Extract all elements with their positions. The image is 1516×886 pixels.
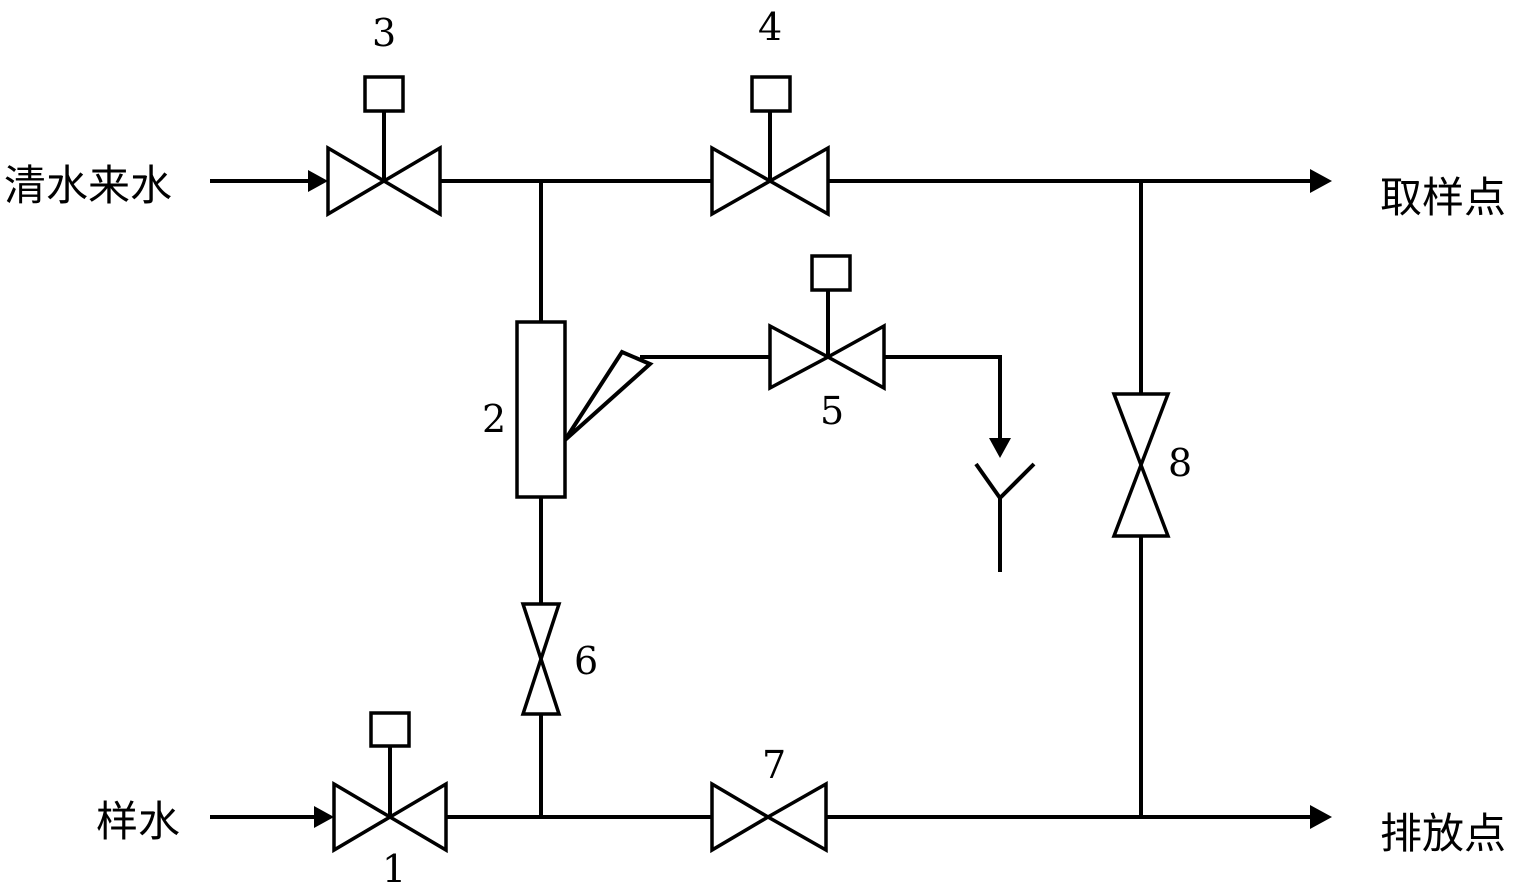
arrow-sampling-outlet (1310, 169, 1332, 193)
drain-funnel-right (998, 462, 1036, 500)
number-5: 5 (820, 389, 844, 433)
label-sampling-point: 取样点 (1380, 173, 1506, 222)
flowmeter-side-outlet (563, 349, 654, 442)
flowmeter-2[interactable] (515, 320, 567, 499)
valve-7-left-wing (710, 780, 772, 854)
arrows (308, 169, 1332, 829)
pipe-branch-to-drain (884, 355, 1002, 440)
valve-7-right-wing (764, 780, 828, 854)
valve-5[interactable] (768, 254, 886, 391)
valve-4-left-wing (710, 144, 774, 218)
arrow-sample-inlet (314, 806, 334, 828)
valve-5-right-wing (824, 323, 886, 391)
valve-3[interactable] (326, 75, 442, 218)
valve-5-left-wing (768, 323, 832, 391)
valve-1[interactable] (332, 711, 448, 854)
valve-3-left-wing (326, 144, 388, 218)
valve-4[interactable] (710, 75, 830, 218)
valve-6-bottom-wing (520, 653, 562, 716)
valve-7[interactable] (710, 780, 828, 854)
valve-8-top-wing (1111, 392, 1171, 470)
valve-6[interactable] (520, 602, 562, 716)
number-4: 4 (758, 5, 782, 49)
number-6: 6 (574, 639, 598, 683)
valve-6-top-wing (520, 602, 562, 665)
pipes (210, 179, 1310, 819)
arrow-clean-inlet (308, 170, 328, 192)
number-8: 8 (1168, 441, 1192, 485)
number-3: 3 (372, 11, 396, 55)
valve-5-actuator (810, 254, 852, 292)
label-discharge-point: 排放点 (1380, 809, 1506, 858)
valve-8[interactable] (1111, 392, 1171, 538)
valve-1-actuator (369, 711, 411, 748)
valve-4-right-wing (766, 144, 830, 218)
valve-3-actuator (363, 75, 405, 113)
label-clean-water-inlet: 清水来水 (4, 161, 172, 210)
number-1: 1 (382, 847, 406, 886)
component-numbers: 3 4 2 5 8 6 7 1 (372, 5, 1192, 886)
valve-1-right-wing (386, 780, 448, 854)
number-2: 2 (482, 397, 506, 441)
arrow-discharge-outlet (1310, 805, 1332, 829)
valve-3-right-wing (380, 144, 442, 218)
valve-8-bottom-wing (1111, 460, 1171, 538)
drain-funnel (974, 462, 1036, 572)
label-sample-water-inlet: 样水 (96, 797, 180, 846)
flow-labels: 清水来水 样水 取样点 排放点 (4, 161, 1506, 858)
arrow-to-drain (989, 438, 1011, 458)
number-7: 7 (762, 743, 786, 787)
drain-funnel-left (974, 462, 1002, 500)
valve-1-left-wing (332, 780, 394, 854)
valve-4-actuator (750, 75, 792, 113)
